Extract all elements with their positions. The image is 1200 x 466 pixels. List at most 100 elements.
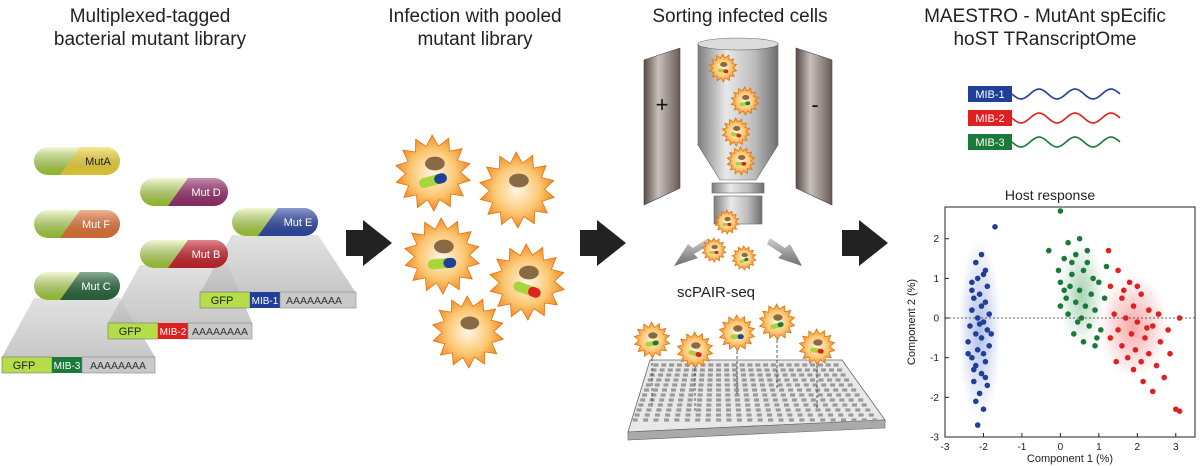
well <box>805 408 811 412</box>
well <box>749 373 755 377</box>
point-mib-3 <box>1069 259 1075 266</box>
sorted-cell-5 <box>714 209 740 235</box>
well <box>818 378 824 382</box>
well <box>642 393 648 397</box>
title-maestro: MAESTRO - MutAnt spEcific hoST TRanscrip… <box>905 5 1185 51</box>
well <box>815 388 821 392</box>
well <box>829 368 834 372</box>
well <box>809 418 815 422</box>
well <box>671 388 676 392</box>
well <box>815 408 821 412</box>
mib-3-tag <box>968 134 1012 150</box>
well <box>789 418 794 422</box>
well <box>667 403 673 407</box>
well <box>745 403 751 407</box>
point-mib-2 <box>1130 303 1137 309</box>
well <box>835 408 841 412</box>
bacterium <box>709 250 719 254</box>
point-mib-2 <box>1140 378 1146 385</box>
well <box>655 413 660 417</box>
construct-3-mib: MIB-3 <box>54 361 81 372</box>
well <box>666 408 672 412</box>
point-mib-2 <box>1167 350 1173 357</box>
x-axis-label: Component 1 (%) <box>1027 453 1113 465</box>
well <box>754 398 759 402</box>
sorter-nozzle-top <box>711 182 765 194</box>
y-tick-label: -1 <box>930 353 939 364</box>
mib-legend: MIB-1 MIB-2 MIB-3 <box>968 86 1121 150</box>
well <box>758 378 764 382</box>
well <box>653 363 659 367</box>
x-tick-label: 0 <box>1058 442 1064 453</box>
well <box>756 368 762 372</box>
nucleus <box>711 244 718 250</box>
well <box>771 393 777 397</box>
well <box>679 393 685 397</box>
well <box>724 383 730 387</box>
sorting-cells <box>633 53 836 369</box>
well <box>825 408 831 412</box>
well <box>824 388 830 392</box>
well <box>661 363 667 367</box>
well <box>676 363 682 367</box>
well <box>777 383 783 387</box>
construct-mib-3: GFP MIB-3 AAAAAAAA <box>1 356 156 374</box>
well <box>757 418 763 422</box>
well <box>763 398 769 402</box>
bacterium <box>739 101 751 107</box>
point-mib-3 <box>1063 295 1069 302</box>
point-mib-1 <box>978 335 985 341</box>
step-arrow-1 <box>346 220 392 266</box>
mut-b-label: Mut B <box>192 249 221 261</box>
point-mib-3 <box>1080 339 1087 345</box>
well <box>686 408 692 412</box>
well <box>741 373 746 377</box>
point-mib-2 <box>1142 335 1148 341</box>
well <box>872 418 878 422</box>
point-mib-3 <box>1080 267 1087 274</box>
well <box>778 418 784 422</box>
well <box>837 368 843 372</box>
well <box>820 398 826 402</box>
well <box>644 413 650 417</box>
well <box>716 363 722 367</box>
mib-1-wave <box>1011 88 1121 100</box>
well <box>868 413 874 417</box>
well <box>669 363 675 367</box>
point-mib-2 <box>1146 350 1152 357</box>
well <box>827 393 832 397</box>
title-sorting: Sorting infected cells <box>630 5 850 28</box>
well <box>784 403 789 407</box>
well <box>664 378 670 382</box>
well <box>656 378 662 382</box>
well <box>817 363 823 367</box>
well <box>790 373 796 377</box>
point-mib-1 <box>976 321 983 327</box>
well <box>765 408 771 412</box>
well <box>732 368 738 372</box>
well <box>726 413 732 417</box>
bacterium <box>427 257 457 270</box>
well <box>848 398 854 402</box>
point-mib-1 <box>980 406 987 413</box>
point-mib-3 <box>1090 275 1096 282</box>
sorted-cell-9 <box>676 331 714 369</box>
well <box>665 413 671 417</box>
well <box>768 418 774 422</box>
construct-2-mib: MIB-2 <box>160 327 187 338</box>
well <box>778 363 784 367</box>
well <box>806 388 812 392</box>
well <box>777 413 783 417</box>
infected-cell-5 <box>431 295 505 369</box>
well <box>689 383 695 387</box>
well <box>640 398 646 402</box>
well <box>750 378 756 382</box>
point-mib-1 <box>978 251 985 258</box>
well <box>736 418 742 422</box>
nucleus <box>720 61 728 68</box>
well <box>779 388 785 392</box>
step-arrow-2 <box>580 220 626 266</box>
point-mib-2 <box>1161 374 1167 381</box>
